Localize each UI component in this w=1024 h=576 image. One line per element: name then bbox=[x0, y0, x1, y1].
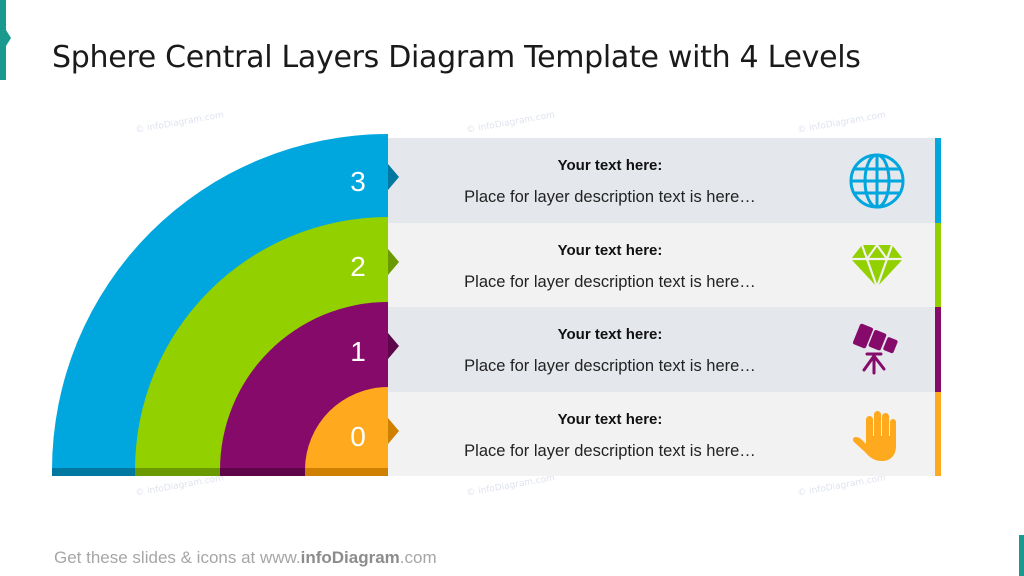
pointer-icon bbox=[388, 417, 399, 444]
layer-heading: Your text here: bbox=[557, 326, 663, 343]
layer-0-arc[interactable] bbox=[305, 387, 388, 470]
layer-heading: Your text here: bbox=[557, 410, 663, 428]
layer-1-base bbox=[220, 468, 305, 476]
layer-color-bar bbox=[935, 138, 941, 223]
layer-description: Place for layer description text is here… bbox=[464, 441, 756, 460]
pointer-icon bbox=[388, 248, 399, 275]
layer-description: Place for layer description text is here… bbox=[464, 188, 756, 206]
hand-icon bbox=[852, 410, 896, 461]
corner-marker bbox=[1019, 535, 1024, 576]
level-number-3: 3 bbox=[350, 166, 366, 197]
diamond-icon bbox=[851, 242, 903, 287]
footer-credit: Get these slides & icons at www.infoDiag… bbox=[54, 548, 437, 568]
layer-row-3[interactable]: Your text here: Place for layer descript… bbox=[388, 138, 941, 223]
layer-2-base bbox=[135, 468, 220, 476]
layer-3-base bbox=[52, 468, 135, 476]
layer-row-2[interactable]: Your text here: Place for layer descript… bbox=[388, 222, 941, 307]
layer-color-bar bbox=[935, 307, 941, 392]
level-number-0: 0 bbox=[350, 421, 366, 452]
footer-brand[interactable]: infoDiagram bbox=[300, 548, 400, 567]
accent-marker bbox=[0, 0, 11, 80]
layer-row-0[interactable]: Your text here: Place for layer descript… bbox=[388, 391, 941, 476]
footer-prefix: Get these slides & icons at www. bbox=[54, 548, 301, 567]
layer-row-1[interactable]: Your text here: Place for layer descript… bbox=[388, 307, 941, 392]
layer-description: Place for layer description text is here… bbox=[464, 357, 756, 375]
footer-suffix: .com bbox=[399, 548, 437, 567]
telescope-icon bbox=[852, 323, 898, 375]
level-number-2: 2 bbox=[350, 251, 366, 282]
pointer-icon bbox=[388, 164, 399, 190]
layer-description: Place for layer description text is here… bbox=[464, 272, 756, 291]
slide-title: Sphere Central Layers Diagram Template w… bbox=[52, 40, 861, 76]
level-number-1: 1 bbox=[350, 336, 366, 367]
layer-color-bar bbox=[935, 222, 941, 307]
layer-heading: Your text here: bbox=[557, 241, 663, 259]
pointer-icon bbox=[388, 333, 399, 359]
layer-0-base bbox=[305, 468, 388, 476]
layer-heading: Your text here: bbox=[557, 157, 663, 174]
layer-color-bar bbox=[935, 391, 941, 476]
globe-icon bbox=[849, 153, 905, 209]
